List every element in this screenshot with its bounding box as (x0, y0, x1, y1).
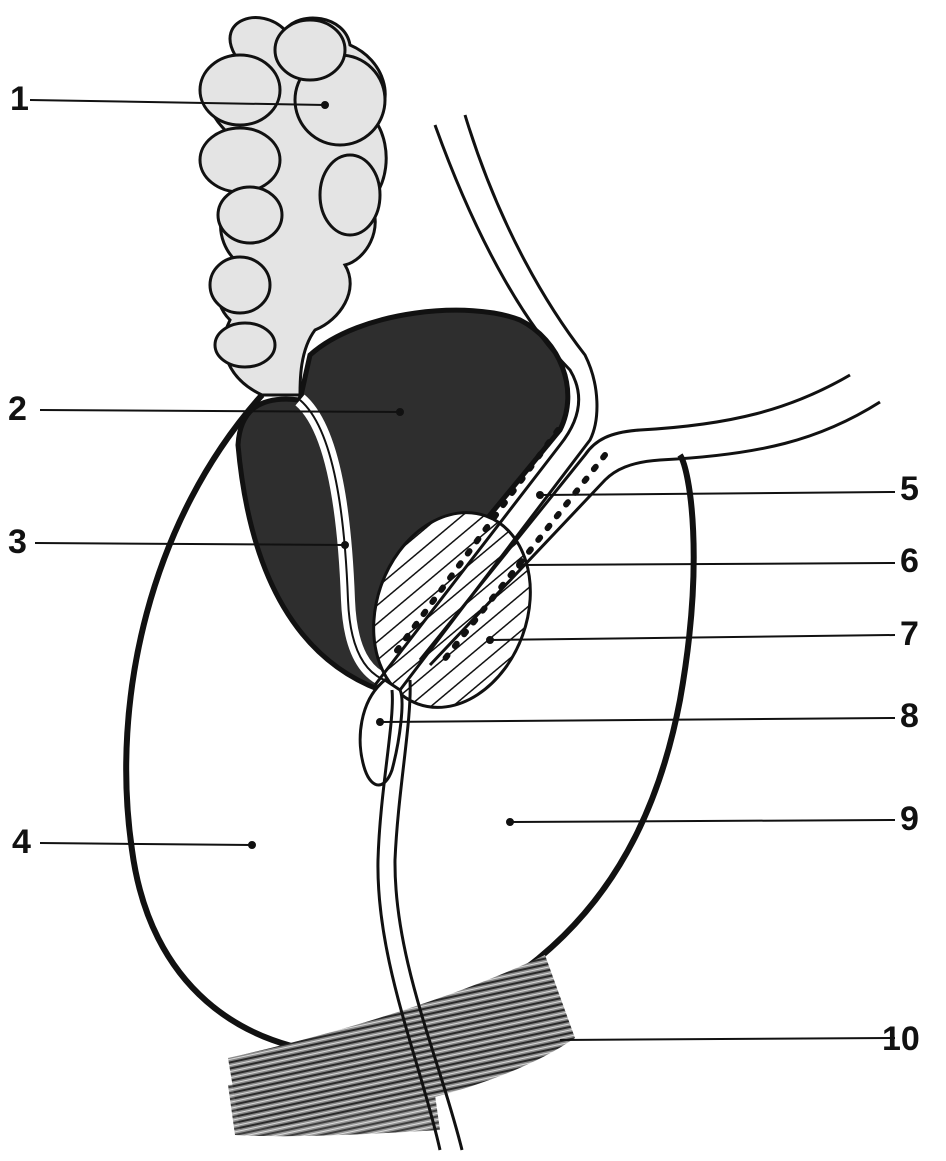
small-pouch (360, 680, 402, 785)
callout-6: 6 (900, 542, 919, 580)
callout-4: 4 (12, 823, 31, 861)
callout-10: 10 (882, 1020, 920, 1058)
callout-5: 5 (900, 470, 919, 508)
callout-8: 8 (900, 697, 919, 735)
callout-7: 7 (900, 615, 919, 653)
callout-9: 9 (900, 800, 919, 838)
callout-2: 2 (8, 390, 27, 428)
callout-1: 1 (10, 80, 29, 118)
callout-3: 3 (8, 523, 27, 561)
